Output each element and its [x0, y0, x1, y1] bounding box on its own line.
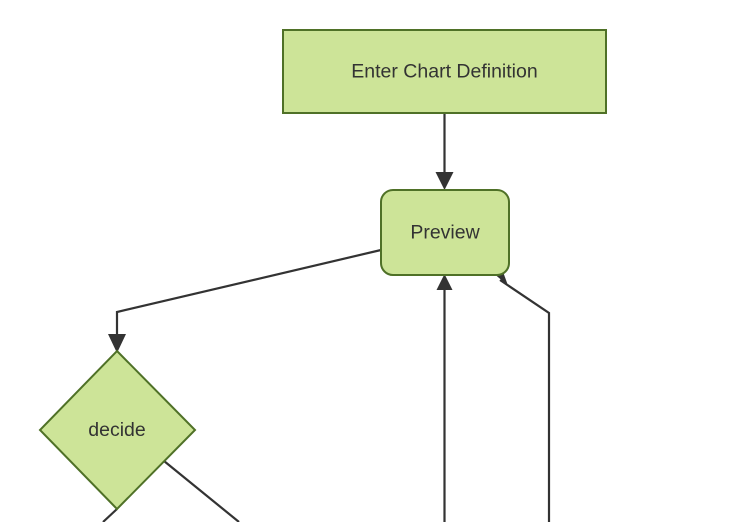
edge-bottom-right-preview — [492, 269, 551, 522]
edge-decide-bottom-left-line — [102, 508, 118, 522]
node-enter-chart-definition-shape[interactable] — [282, 29, 607, 114]
edge-decide-bottom-right-line — [163, 460, 240, 522]
edge-preview-decide-line — [115, 248, 382, 344]
node-decide[interactable]: decide — [38, 349, 197, 511]
node-decide-shape[interactable] — [38, 349, 197, 511]
edge-bottom-right-preview-line — [499, 279, 551, 522]
node-decide-label: decide — [88, 419, 145, 441]
edge-enter-preview — [435, 113, 454, 190]
edge-decide-bottom-right — [163, 460, 240, 522]
arrowhead-icon — [436, 274, 453, 290]
edge-decide-bottom-left — [102, 508, 118, 522]
edge-preview-decide — [108, 248, 382, 353]
arrowhead-icon — [435, 172, 454, 190]
node-preview-label: Preview — [410, 222, 480, 244]
edge-bottom-center-preview — [436, 274, 453, 522]
node-enter-chart-definition[interactable]: Enter Chart Definition — [282, 29, 607, 114]
arrowhead-icon — [108, 334, 126, 353]
node-enter-chart-definition-label: Enter Chart Definition — [351, 61, 537, 83]
edge-layer — [102, 113, 551, 522]
node-layer: Enter Chart Definition Preview decide — [38, 29, 607, 511]
node-preview-shape[interactable] — [380, 189, 510, 276]
node-preview[interactable]: Preview — [380, 189, 510, 276]
